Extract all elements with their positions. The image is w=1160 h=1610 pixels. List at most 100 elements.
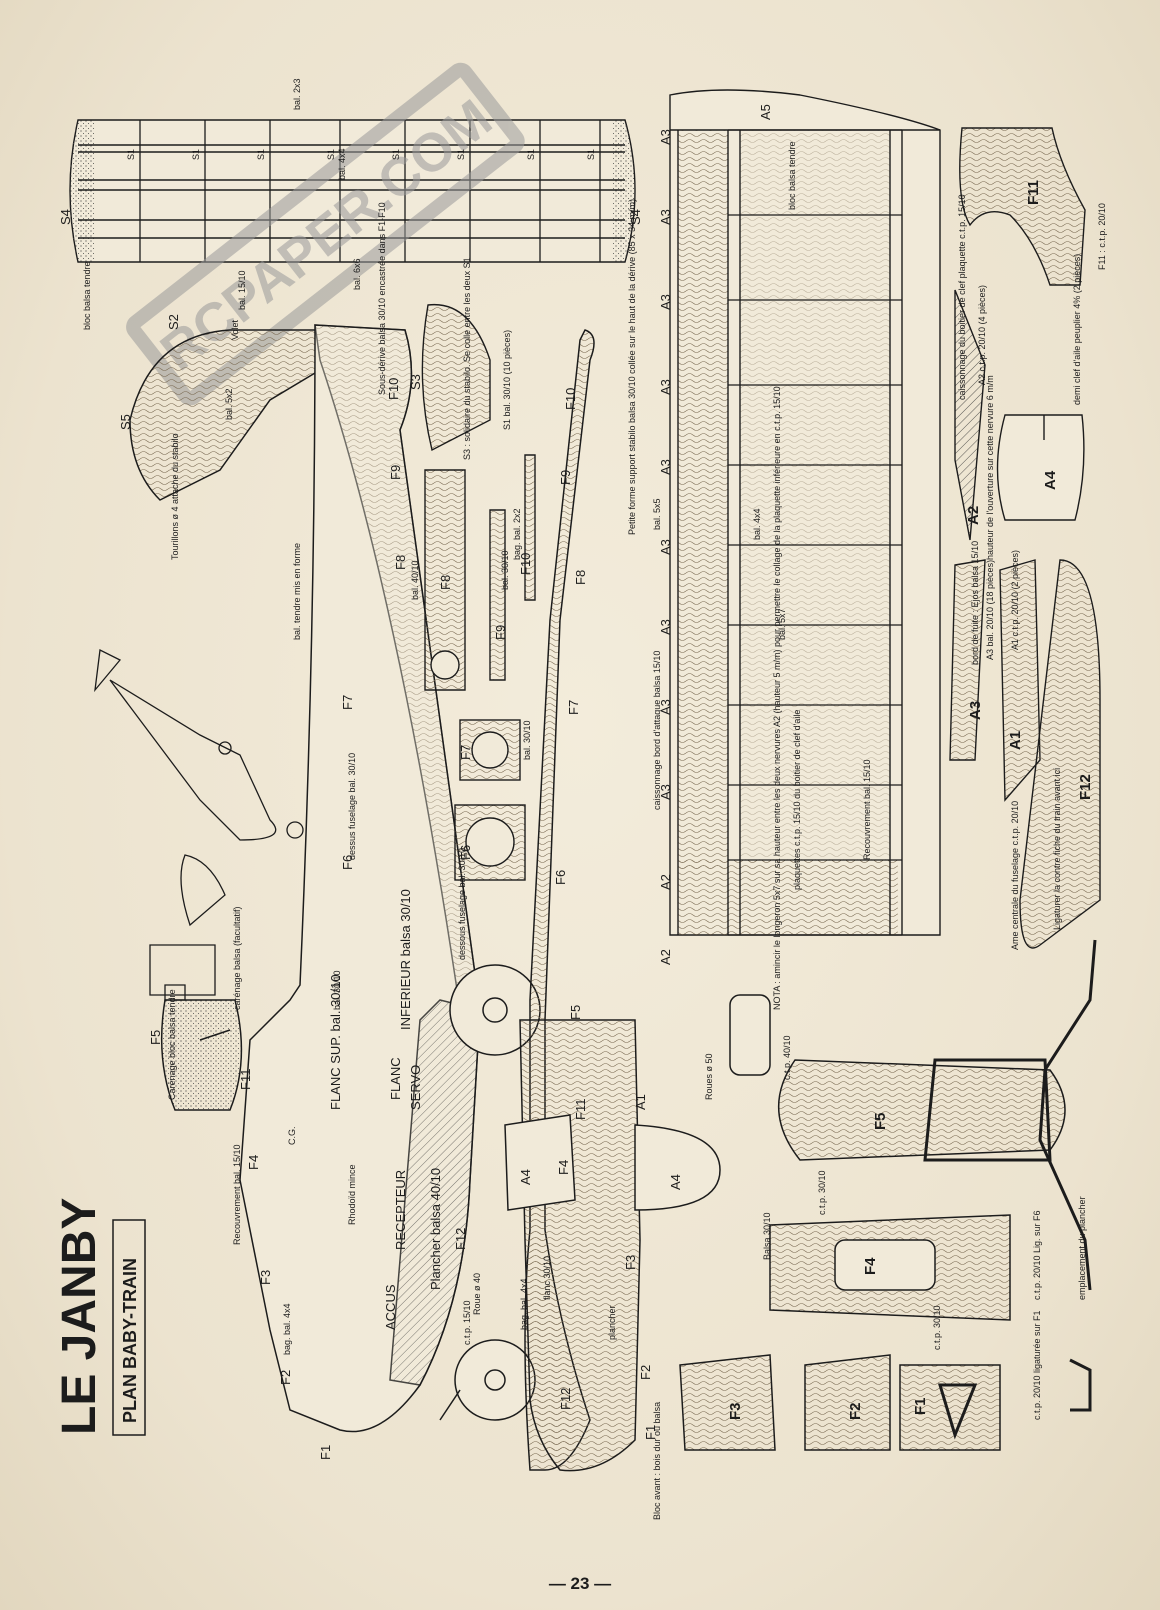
bottom-view-note: plancher: [607, 1305, 617, 1340]
small-part-label: F6: [458, 845, 473, 860]
wing-rib-label: A2: [658, 874, 673, 890]
fuselage-frame-label: F4: [246, 1155, 261, 1170]
right-part-note: A1 c.t.p. 20/10 (2 pièces): [1010, 550, 1020, 650]
wing-note: bal. 5x5: [652, 498, 662, 530]
wing-rib-label: A3: [658, 699, 673, 715]
bottom-view-label: F6: [553, 870, 568, 885]
bottom-view-note: bag. bal. 4x4: [519, 1278, 529, 1330]
small-part-note: bag. bal. 2x2: [512, 508, 522, 560]
right-part-label: F12: [1077, 774, 1094, 800]
small-part-label: F9: [493, 625, 508, 640]
wing-note: bal. 4x4: [752, 508, 762, 540]
fuselage-note: Roue ø 40: [472, 1273, 482, 1315]
fuselage-note: bag. bal. 4x4: [282, 1303, 292, 1355]
wing-rib-label: A3: [658, 459, 673, 475]
right-part-label: A4: [1042, 470, 1059, 490]
title-block: LE JANBY PLAN BABY-TRAIN: [53, 1198, 146, 1436]
stab-note: bal. 6x6: [352, 258, 362, 290]
fuselage-note: Carénage bloc balsa tendre: [167, 989, 177, 1100]
stab-note: bloc balsa tendre: [82, 261, 92, 330]
fuselage-note: carénage balsa (facultatif): [232, 906, 242, 1010]
fin-note: Tourillons ø 4 attache du stabilo: [170, 433, 180, 560]
bottom-part-label: F3: [727, 1402, 744, 1420]
bottom-view-label: F11: [573, 1099, 588, 1120]
fuselage-note: dessous fuselage bal. 30/10: [457, 848, 467, 960]
stabilizer-ribs: [139, 120, 601, 262]
stab-note: bal. 2x3: [292, 78, 302, 110]
bottom-part-note: c.t.p. 30/10: [932, 1305, 942, 1350]
bottom-view-label: F3: [623, 1255, 638, 1270]
bottom-view-label: F7: [566, 700, 581, 715]
right-part-note: hauteur de l'ouverture sur cette nervure…: [985, 375, 995, 560]
wing-ribs: [728, 129, 902, 936]
bottom-part-note: c.t.p. 20/10 ligaturée sur F1: [1032, 1310, 1042, 1420]
stab-root-label: S5: [118, 414, 133, 430]
fuselage-side-text: RECEPTEUR: [393, 1170, 408, 1250]
wing-rib-label: A5: [758, 104, 773, 120]
fuselage-frame-label: F10: [386, 378, 401, 400]
stab-root-label: S2: [166, 314, 181, 330]
bottom-view-label: F5: [568, 1005, 583, 1020]
wing-note: caissonnage bord d'attaque balsa 15/10: [652, 651, 662, 810]
right-part-note: Ligaturer la contre fiche du train avant…: [1052, 768, 1062, 930]
wing-note: bal. 5x7: [777, 608, 787, 640]
right-part-note: Ame centrale du fuselage c.t.p. 20/10: [1010, 801, 1020, 950]
wing-rib-label: A3: [658, 129, 673, 145]
right-part-label: A1: [1007, 731, 1024, 750]
plan-title: LE JANBY: [53, 1198, 106, 1435]
small-formers: [421, 303, 536, 881]
stab-note: bal. 15/10: [237, 270, 247, 310]
wing-note: Recouvrement bal. 15/10: [862, 759, 872, 860]
bottom-view-label: A1: [633, 1094, 648, 1110]
fin-note: S3 : solidaire du stabilo. Se colle entr…: [462, 257, 472, 460]
bottom-view-label: F2: [638, 1365, 653, 1380]
fuselage-note: Recouvrement bal. 15/10: [232, 1144, 242, 1245]
small-part-label: F10: [518, 553, 533, 575]
fin-note: bal. tendre mis en forme: [292, 543, 302, 640]
fuselage-frame-label: F1: [318, 1445, 333, 1460]
fuselage-frame-label: F3: [258, 1270, 273, 1285]
page-number: — 23 —: [548, 1574, 612, 1593]
bottom-view-note: Roues ø 50: [704, 1053, 714, 1100]
bottom-part-label: F4: [862, 1257, 879, 1275]
bottom-part-note: c.t.p. 40/10: [782, 1035, 792, 1080]
fuselage-frame-label: F11: [238, 1069, 253, 1090]
right-part-note: A2 c.t.p. 20/10 (4 pièces): [977, 285, 987, 385]
wing-rib-label: A3: [658, 294, 673, 310]
wing-note: plaquettes c.t.p. 15/10 du boitier de cl…: [792, 710, 802, 890]
stab-rib-label: S1: [256, 149, 266, 160]
small-part-note: bal. 30/10: [500, 550, 510, 590]
bottom-view-label: F1: [643, 1425, 658, 1440]
stab-tip-label: S4: [58, 209, 73, 225]
bottom-view-label: F12: [558, 1388, 573, 1410]
fuselage-frame-label: F9: [388, 465, 403, 480]
right-parts: [949, 127, 1101, 949]
bottom-view-label: A4: [518, 1169, 533, 1185]
stab-rib-label: S1: [456, 149, 466, 160]
right-part-label: A3: [967, 701, 984, 720]
wing-rib-label: A3: [658, 539, 673, 555]
stab-rib-label: S1: [391, 149, 401, 160]
stab-tip-label: S4: [628, 209, 643, 225]
bottom-view-label: F9: [558, 470, 573, 485]
wing-rib-label: A3: [658, 379, 673, 395]
bottom-part-note: c.t.p. 20/10 Lig. sur F6: [1032, 1210, 1042, 1300]
right-part-note: A3 bal. 20/10 (18 pièces): [985, 560, 995, 660]
plan-subtitle: PLAN BABY-TRAIN: [120, 1258, 140, 1423]
baby-train-sketch: [94, 649, 304, 1001]
fuselage-note: C.G.: [287, 1126, 297, 1145]
fuselage-side-text: FLANC SUP. bal. 30/10: [328, 974, 343, 1110]
bottom-view-label: A4: [668, 1174, 683, 1190]
fuselage-frame-label: F12: [453, 1228, 468, 1250]
bottom-view-note: flanc 30/10: [542, 1256, 552, 1300]
stab-note: bal. 4x4: [337, 148, 347, 180]
fuselage-note: c.t.p. 15/10: [462, 1300, 472, 1345]
small-part-label: F8: [438, 575, 453, 590]
bottom-part-note: c.t.p. 30/10: [817, 1170, 827, 1215]
wing-plan: [669, 89, 941, 936]
stab-rib-label: S1: [191, 149, 201, 160]
fuselage-frame-label: F6: [340, 855, 355, 870]
fuselage-frame-label: F8: [393, 555, 408, 570]
stab-rib-label: S1: [126, 149, 136, 160]
